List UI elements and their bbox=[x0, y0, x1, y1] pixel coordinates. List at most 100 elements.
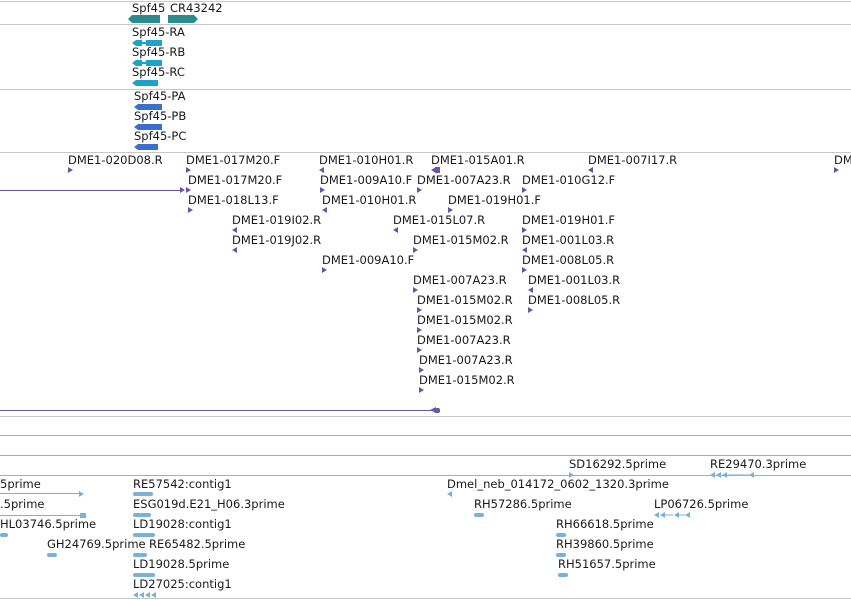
read-feature[interactable] bbox=[528, 307, 533, 313]
read-feature[interactable] bbox=[319, 167, 324, 173]
read-label[interactable]: DME1-007I17.R bbox=[588, 153, 678, 167]
protein-label-pb[interactable]: Spf45-PB bbox=[134, 109, 187, 123]
read-label[interactable]: DME1-015L07.R bbox=[393, 213, 486, 227]
protein-feature-pc[interactable] bbox=[134, 144, 158, 150]
read-label[interactable]: DME1-010H01.R bbox=[322, 193, 417, 207]
gene-feature-cr43242[interactable] bbox=[168, 15, 198, 23]
read-feature[interactable] bbox=[448, 207, 453, 213]
est-label[interactable]: RE57542:contig1 bbox=[133, 477, 232, 491]
est-feature[interactable] bbox=[556, 533, 566, 537]
read-feature[interactable] bbox=[431, 167, 436, 173]
read-label[interactable]: DME1-015M02.R bbox=[417, 313, 513, 327]
read-label[interactable]: DME1-017M20.F bbox=[188, 173, 283, 187]
read-label[interactable]: DME1-009A10.F bbox=[320, 173, 413, 187]
est-feature[interactable] bbox=[654, 512, 694, 518]
read-label[interactable]: DME1-019J02.R bbox=[232, 233, 322, 247]
read-feature[interactable] bbox=[417, 307, 422, 313]
read-label[interactable]: DME1-015M02.R bbox=[419, 373, 515, 387]
est-label[interactable]: HL03746.5prime bbox=[0, 517, 97, 531]
read-feature[interactable] bbox=[522, 227, 527, 233]
read-label[interactable]: DME1-008L05.R bbox=[522, 253, 615, 267]
est-label[interactable]: LP06726.5prime bbox=[654, 497, 749, 511]
read-feature[interactable] bbox=[320, 187, 325, 193]
est-label[interactable]: LD19028.5prime bbox=[133, 557, 230, 571]
read-feature[interactable] bbox=[322, 267, 327, 273]
est-label[interactable]: LD19028:contig1 bbox=[133, 517, 232, 531]
gene-feature-spf45[interactable] bbox=[128, 15, 160, 23]
transcript-label-ra[interactable]: Spf45-RA bbox=[132, 25, 185, 39]
est-feature[interactable] bbox=[133, 492, 153, 496]
est-feature[interactable] bbox=[0, 493, 80, 494]
read-label[interactable]: DME1-018L13.F bbox=[188, 193, 279, 207]
transcript-feature-rb[interactable] bbox=[132, 60, 162, 66]
read-label[interactable]: DME1-019H01.F bbox=[522, 213, 616, 227]
gene-label-spf45[interactable]: Spf45 bbox=[132, 1, 166, 15]
read-feature[interactable] bbox=[522, 267, 527, 273]
read-feature[interactable] bbox=[522, 247, 527, 253]
read-label[interactable]: DME1-015M02.R bbox=[413, 233, 509, 247]
transcript-label-rc[interactable]: Spf45-RC bbox=[132, 65, 185, 79]
est-feature[interactable] bbox=[133, 553, 147, 557]
read-feature[interactable] bbox=[419, 387, 424, 393]
read-label[interactable]: DME1-007A23.R bbox=[419, 353, 513, 367]
est-feature[interactable] bbox=[133, 533, 155, 537]
read-feature[interactable] bbox=[588, 167, 593, 173]
gene-label-cr43242[interactable]: CR43242 bbox=[170, 1, 223, 15]
read-label[interactable]: DME1-007A23.R bbox=[417, 333, 511, 347]
read-label[interactable]: DME1-015M02.R bbox=[417, 293, 513, 307]
read-label[interactable]: DME1-020D08.R bbox=[68, 153, 163, 167]
read-pair-line-upper[interactable] bbox=[0, 190, 180, 191]
read-label[interactable]: DM bbox=[834, 153, 851, 167]
read-feature[interactable] bbox=[419, 367, 424, 373]
read-feature[interactable] bbox=[528, 287, 533, 293]
read-label[interactable]: DME1-010H01.R bbox=[319, 153, 414, 167]
read-feature[interactable] bbox=[232, 247, 237, 253]
est-feature[interactable] bbox=[47, 553, 57, 557]
read-label[interactable]: DME1-001L03.R bbox=[528, 273, 621, 287]
protein-label-pc[interactable]: Spf45-PC bbox=[134, 129, 187, 143]
est-feature[interactable] bbox=[0, 515, 84, 516]
protein-feature-pb[interactable] bbox=[134, 124, 162, 130]
read-feature[interactable] bbox=[232, 227, 237, 233]
read-feature[interactable] bbox=[413, 287, 418, 293]
est-feature[interactable] bbox=[133, 592, 161, 598]
read-feature[interactable] bbox=[417, 347, 422, 353]
est-label[interactable]: .5prime bbox=[0, 497, 45, 511]
est-feature[interactable] bbox=[474, 513, 484, 517]
est-label[interactable]: RE65482.5prime bbox=[149, 537, 246, 551]
est-label[interactable]: RH66618.5prime bbox=[556, 517, 654, 531]
read-label[interactable]: DME1-007A23.R bbox=[413, 273, 507, 287]
transcript-label-rb[interactable]: Spf45-RB bbox=[132, 45, 186, 59]
est-label[interactable]: Dmel_neb_014172_0602_1320.3prime bbox=[447, 477, 669, 491]
read-feature[interactable] bbox=[322, 207, 327, 213]
est-label[interactable]: ESG019d.E21_H06.3prime bbox=[133, 497, 285, 511]
est-feature[interactable] bbox=[133, 573, 155, 577]
read-feature[interactable] bbox=[68, 167, 73, 173]
est-label[interactable]: RH57286.5prime bbox=[474, 497, 572, 511]
read-feature[interactable] bbox=[417, 187, 422, 193]
read-label[interactable]: DME1-019H01.F bbox=[448, 193, 542, 207]
est-feature[interactable] bbox=[133, 513, 151, 517]
read-label[interactable]: DME1-017M20.F bbox=[186, 153, 281, 167]
read-label[interactable]: DME1-010G12.F bbox=[522, 173, 616, 187]
transcript-feature-rc[interactable] bbox=[132, 80, 158, 86]
read-label[interactable]: DME1-015A01.R bbox=[431, 153, 525, 167]
read-feature[interactable] bbox=[834, 167, 839, 173]
read-label[interactable]: DME1-007A23.R bbox=[417, 173, 511, 187]
read-feature[interactable] bbox=[186, 167, 191, 173]
est-label[interactable]: RE29470.3prime bbox=[710, 457, 807, 471]
est-label[interactable]: GH24769.5prime bbox=[47, 537, 146, 551]
read-label[interactable]: DME1-019I02.R bbox=[232, 213, 322, 227]
est-label[interactable]: 5prime bbox=[0, 477, 41, 491]
read-feature[interactable] bbox=[186, 187, 191, 193]
est-label[interactable]: SD16292.5prime bbox=[569, 457, 667, 471]
est-feature[interactable] bbox=[710, 472, 758, 478]
transcript-feature-ra[interactable] bbox=[132, 40, 162, 46]
read-feature[interactable] bbox=[393, 227, 398, 233]
est-feature[interactable] bbox=[558, 573, 568, 577]
est-label[interactable]: LD27025:contig1 bbox=[133, 577, 232, 591]
est-label[interactable]: RH51657.5prime bbox=[558, 557, 656, 571]
read-feature[interactable] bbox=[522, 187, 527, 193]
read-label[interactable]: DME1-008L05.R bbox=[528, 293, 621, 307]
est-label[interactable]: RH39860.5prime bbox=[556, 537, 654, 551]
